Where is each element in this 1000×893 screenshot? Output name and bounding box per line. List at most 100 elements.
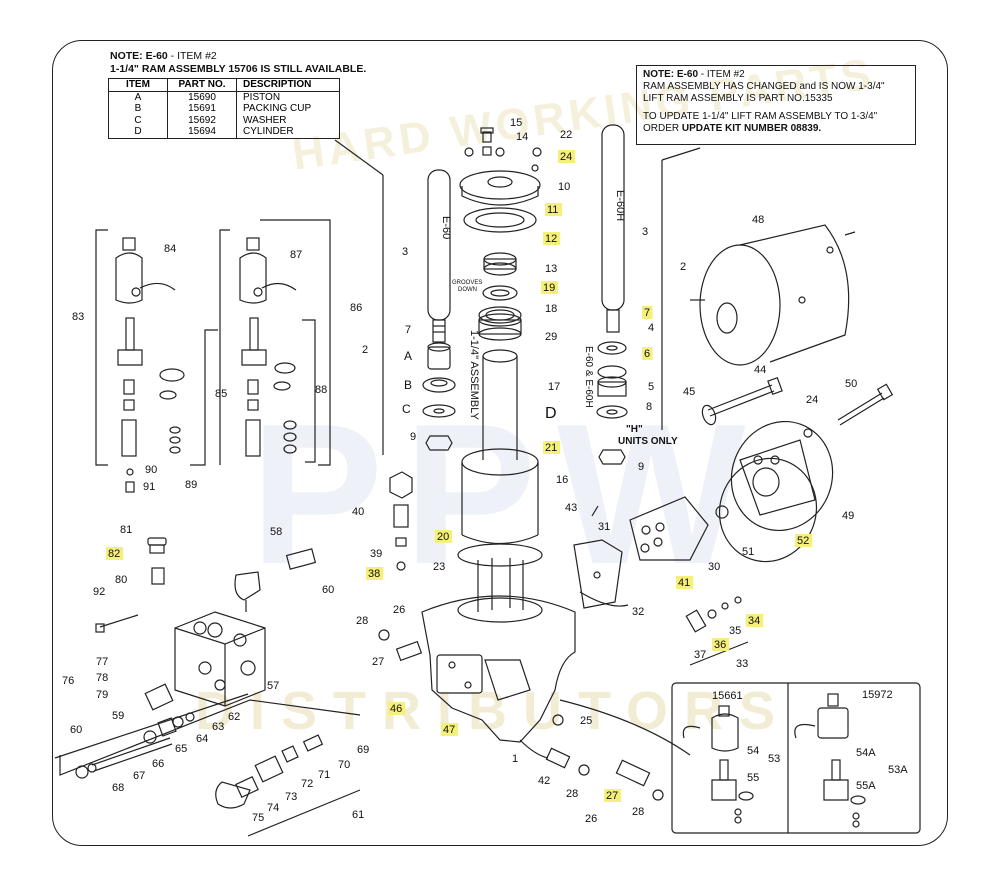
callout-37: 37 bbox=[694, 649, 706, 661]
callout-highlight bbox=[642, 306, 653, 319]
note-left: NOTE: E-60 - ITEM #2 1-1/4" RAM ASSEMBLY… bbox=[110, 50, 380, 75]
callout-58: 58 bbox=[270, 526, 282, 538]
callout-28: 28 bbox=[356, 615, 368, 627]
screw-31 bbox=[591, 505, 599, 517]
fitting-60 bbox=[285, 548, 317, 570]
callout-3: 3 bbox=[402, 246, 408, 258]
callout-84: 84 bbox=[164, 243, 176, 255]
callout-90: 90 bbox=[145, 464, 157, 476]
valve-assembly-33 bbox=[685, 596, 749, 666]
callout-53: 53 bbox=[768, 753, 780, 765]
callout-57: 57 bbox=[267, 680, 279, 692]
ring-13 bbox=[483, 252, 517, 276]
cartridge-55a bbox=[823, 759, 866, 828]
callout-69: 69 bbox=[357, 744, 369, 756]
callout-60: 60 bbox=[322, 584, 334, 596]
callout-12: 12 bbox=[545, 233, 557, 245]
callout-68: 68 bbox=[112, 782, 124, 794]
ram-right-label: E-60H bbox=[614, 190, 626, 221]
callout-71: 71 bbox=[318, 769, 330, 781]
washer-45 bbox=[701, 404, 717, 426]
cell: CYLINDER bbox=[243, 126, 294, 137]
callout-91: 91 bbox=[143, 481, 155, 493]
callout-79: 79 bbox=[96, 689, 108, 701]
callout-highlight bbox=[746, 614, 764, 627]
callout-89: 89 bbox=[185, 479, 197, 491]
oring-24 bbox=[531, 164, 539, 172]
callout-61: 61 bbox=[352, 809, 364, 821]
letter-a: A bbox=[404, 349, 412, 363]
callout-25: 25 bbox=[580, 715, 592, 727]
cell: 15691 bbox=[167, 103, 237, 115]
callout-30: 30 bbox=[708, 561, 720, 573]
callout-17: 17 bbox=[548, 381, 560, 393]
callout-21: 21 bbox=[545, 442, 557, 454]
h-units-label: "H" bbox=[626, 424, 643, 435]
callout-highlight bbox=[388, 702, 406, 715]
callout-highlight bbox=[712, 638, 730, 651]
note-left-item: - ITEM #2 bbox=[167, 50, 217, 62]
callout-26: 26 bbox=[585, 813, 597, 825]
lift-ram-right bbox=[601, 124, 625, 333]
callout-44: 44 bbox=[754, 364, 766, 376]
end-cover-49 bbox=[730, 420, 834, 532]
units-label: E-60 & E-60H bbox=[583, 346, 594, 408]
spring-80 bbox=[151, 567, 165, 585]
cell: 15694 bbox=[167, 126, 237, 138]
callout-41: 41 bbox=[678, 577, 690, 589]
note-right-kit: UPDATE KIT NUMBER 08839. bbox=[681, 123, 822, 134]
bolt-44 bbox=[707, 376, 783, 417]
callout-49: 49 bbox=[842, 510, 854, 522]
callout-31: 31 bbox=[598, 521, 610, 533]
callout-3: 3 bbox=[642, 226, 648, 238]
callout-83: 83 bbox=[72, 311, 84, 323]
callout-81: 81 bbox=[120, 524, 132, 536]
washer-22 bbox=[532, 147, 542, 157]
callout-11: 11 bbox=[547, 204, 558, 216]
callout-highlight bbox=[558, 150, 576, 163]
ring-19 bbox=[482, 285, 518, 301]
callout-highlight bbox=[543, 232, 561, 245]
callout-55: 55 bbox=[747, 772, 759, 784]
valve-cartridge-72 bbox=[254, 734, 324, 783]
callout-34: 34 bbox=[748, 615, 760, 627]
callout-82: 82 bbox=[108, 548, 120, 560]
callout-28: 28 bbox=[566, 788, 578, 800]
note-left-title: NOTE: E-60 bbox=[110, 50, 168, 62]
cell: WASHER bbox=[243, 114, 287, 126]
note-right-line4: TO UPDATE 1-1/4" LIFT RAM ASSEMBLY TO 1-… bbox=[643, 111, 878, 122]
callout-85: 85 bbox=[215, 388, 227, 400]
solenoid-87 bbox=[239, 237, 297, 304]
lift-ram-left bbox=[427, 169, 451, 343]
ram-left-label: E-60 bbox=[440, 216, 452, 239]
note-left-line2: 1-1/4" RAM ASSEMBLY 15706 IS STILL AVAIL… bbox=[110, 62, 367, 75]
units-only-label: UNITS ONLY bbox=[618, 436, 678, 447]
callout-highlight bbox=[642, 347, 653, 360]
cell: 15692 bbox=[167, 114, 237, 126]
reservoir-16 bbox=[461, 448, 539, 544]
callout-18: 18 bbox=[545, 303, 557, 315]
callout-27: 27 bbox=[372, 656, 384, 668]
callout-67: 67 bbox=[133, 770, 145, 782]
inset-left-part: 15661 bbox=[712, 690, 743, 702]
callout-78: 78 bbox=[96, 672, 108, 684]
note-right-line3: LIFT RAM ASSEMBLY IS PART NO.15335 bbox=[643, 93, 833, 104]
callout-86: 86 bbox=[350, 302, 362, 314]
callout-76: 76 bbox=[62, 675, 74, 687]
callout-20: 20 bbox=[437, 531, 449, 543]
callout-26: 26 bbox=[393, 604, 405, 616]
callout-27: 27 bbox=[606, 790, 618, 802]
motor-48 bbox=[690, 224, 856, 366]
callout-highlight bbox=[441, 723, 459, 736]
ring-18 bbox=[478, 306, 522, 324]
bracket-43 bbox=[573, 539, 623, 609]
solenoid-54 bbox=[682, 705, 739, 752]
bolt-92 bbox=[95, 614, 139, 633]
callout-5: 5 bbox=[648, 381, 654, 393]
callout-16: 16 bbox=[556, 474, 568, 486]
